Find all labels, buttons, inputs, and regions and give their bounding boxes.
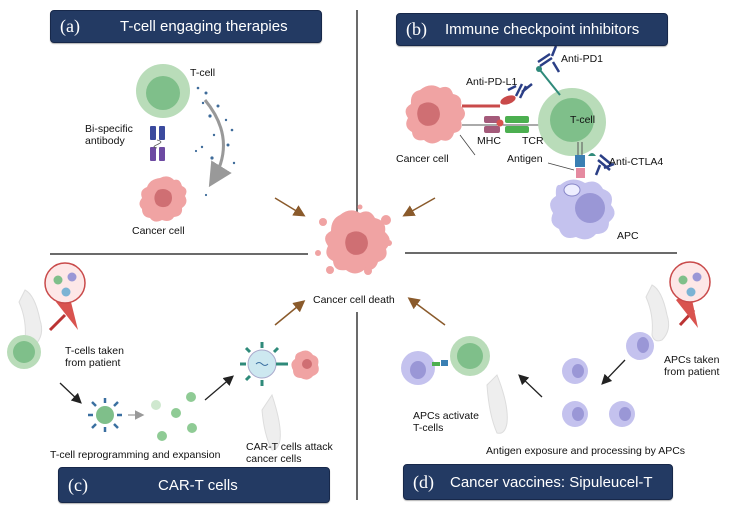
label-c-attack-1: CAR-T cells attack [246,441,333,453]
label-cancer-cell-death: Cancer cell death [313,294,395,306]
apc-b-icon [550,179,615,240]
arrow-to-reprogramming [59,382,82,404]
pd1-receptor-icon [536,66,561,96]
cancer-cell-icon [139,176,187,222]
label-b-anti-pdl1: Anti-PD-L1 [466,76,518,88]
label-d-activate-2: T-cells [413,422,444,434]
apc-taken-icon [626,332,654,360]
blood-sample-magnifier-d-icon [669,261,711,328]
label-b-mhc: MHC [477,135,501,147]
anti-pd1-antibody-icon [537,45,561,73]
label-d-taken-1: APCs taken [664,354,720,366]
target-cancer-cell-icon [291,350,319,380]
label-b-cancer-cell: Cancer cell [396,153,449,165]
panel-a-title: (a) T-cell engaging therapies [50,10,322,43]
t-cell-icon [136,64,190,118]
label-d-exposure: Antigen exposure and processing by APCs [486,445,686,457]
label-b-apc: APC [617,230,639,242]
mhc-tcr-complex-icon [462,116,540,133]
panel-b-title-text: Immune checkpoint inhibitors [445,21,640,38]
arrow-from-d [407,297,446,326]
label-b-anti-pd1: Anti-PD1 [561,53,604,65]
label-c-attack-2: cancer cells [246,453,302,465]
label-b-antigen: Antigen [507,153,543,165]
t-cell-c-icon [7,335,41,369]
antigen-leader-line-2 [547,162,575,171]
t-cell-b-icon [538,88,606,156]
label-a-cancer-cell: Cancer cell [132,225,185,237]
panel-c-graphic [7,262,319,451]
activating-apc-icon [401,351,448,385]
arrow-from-a [274,197,306,217]
arrow-from-b [402,197,436,217]
cancer-cell-death-icon [315,204,392,275]
label-d-taken-2: from patient [664,366,720,378]
expanded-car-t-cells-icon [151,392,197,441]
label-b-tcr: TCR [522,135,544,147]
label-a-t-cell: T-cell [190,67,216,79]
arrow-from-c [274,300,306,326]
blood-sample-magnifier-icon [44,262,86,330]
infusion-arm-d-icon [486,374,508,434]
cancer-cell-b-icon [405,85,465,144]
label-b-anti-ctla4: Anti-CTLA4 [609,156,664,168]
panel-b-title: (b) Immune checkpoint inhibitors [396,13,668,46]
anti-ctla4-antibody-icon [594,154,615,176]
antigen-leader-line [459,134,476,156]
label-c-reprogramming: T-cell reprogramming and expansion [50,449,221,461]
panel-d-letter: (d) [413,471,434,492]
panel-a-title-text: T-cell engaging therapies [119,18,288,35]
panel-a-letter: (a) [60,16,80,36]
label-c-taken-2: from patient [65,357,121,369]
release-arrow [203,99,232,188]
panel-a-graphic [136,64,236,222]
arrow-to-attack [204,375,234,401]
panel-d-graphic [401,261,711,434]
panel-d-title: (d) Cancer vaccines: Sipuleucel-T [403,464,673,500]
processing-apcs-icon [562,358,635,427]
anti-pdl1-antibody-icon [507,83,533,99]
panel-b-graphic [405,45,615,240]
panel-d-title-text: Cancer vaccines: Sipuleucel-T [450,473,653,491]
label-a-bispecific: Bi-specific [85,123,133,135]
bispecific-antibody-icon [150,126,165,161]
car-t-cell-icon [88,398,122,432]
label-b-t-cell: T-cell [570,114,596,126]
label-c-taken-1: T-cells taken [65,345,124,357]
panel-b-letter: (b) [406,19,427,39]
panel-c-title: (c) CAR-T cells [58,467,330,503]
pdl1-receptor-icon [462,95,516,108]
ctla4-receptor-icon [575,142,596,178]
arrow-to-activation [518,374,543,398]
infusion-arm-icon [261,393,281,451]
label-a-antibody: antibody [85,135,125,147]
label-d-activate-1: APCs activate [413,410,479,422]
car-t-attacking-icon [240,342,288,386]
arrow-to-processing [601,359,626,385]
activated-t-cell-icon [450,336,490,376]
panel-c-title-text: CAR-T cells [157,476,238,494]
panel-c-letter: (c) [68,474,88,495]
